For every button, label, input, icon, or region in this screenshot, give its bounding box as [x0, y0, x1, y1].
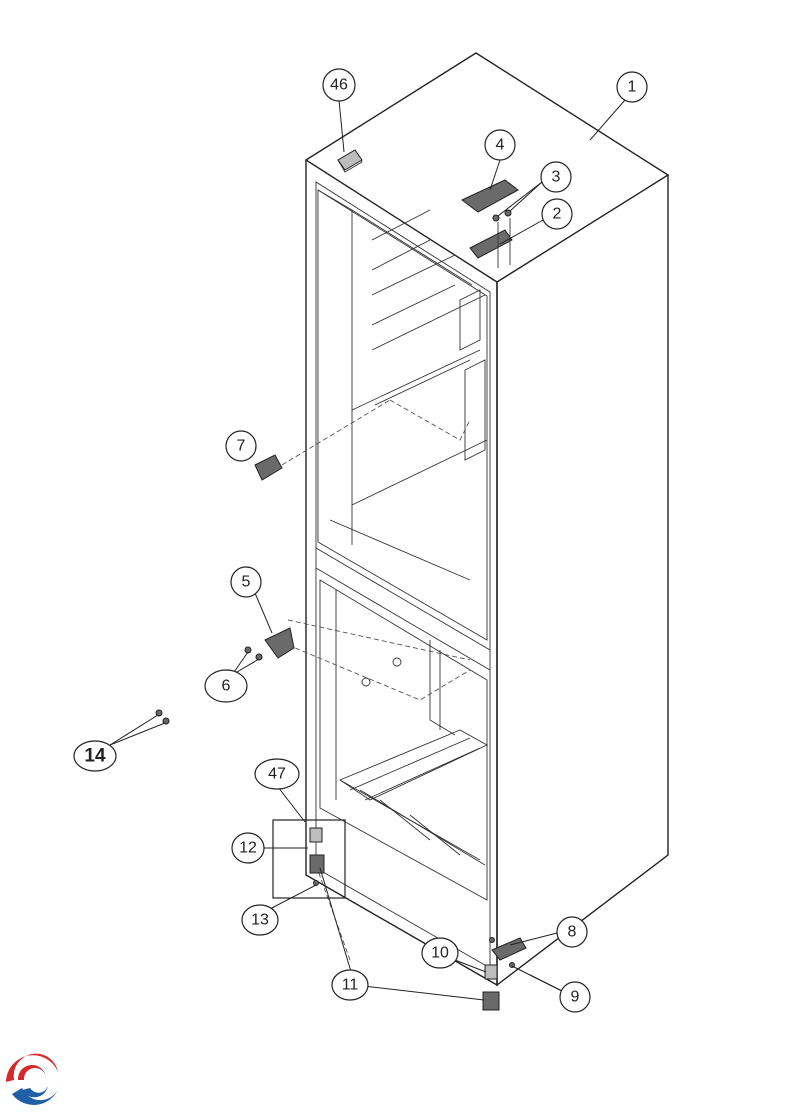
foot-10-11 [482, 964, 500, 1011]
callout-6-label: 6 [222, 678, 231, 695]
leader-lines [109, 99, 626, 1001]
callout-46-label: 46 [330, 77, 348, 94]
callout-3-label: 3 [552, 169, 561, 186]
callout-4: 4 [484, 129, 516, 161]
screws-6 [244, 646, 263, 661]
door-stopper-7 [254, 454, 283, 481]
callout-11: 11 [331, 969, 369, 1001]
screws-14 [155, 709, 170, 725]
callout-14: 14 [73, 740, 117, 772]
callout-5: 5 [230, 566, 262, 598]
brand-swirl-logo-icon [2, 1050, 62, 1110]
callout-13-label: 13 [251, 912, 269, 929]
callout-11-label: 11 [342, 977, 359, 994]
top-hinge-2 [469, 209, 513, 268]
assembly-guides [281, 399, 471, 961]
callout-1: 1 [616, 71, 648, 103]
refrigerator-cabinet [304, 52, 670, 987]
part-46 [337, 149, 363, 171]
callout-12-label: 12 [239, 840, 257, 857]
callout-6: 6 [204, 669, 248, 703]
foot-kit-47 [272, 819, 346, 899]
callout-7-label: 7 [237, 438, 246, 455]
callout-10-label: 10 [431, 945, 449, 962]
callout-8-label: 8 [568, 924, 577, 941]
callout-10: 10 [421, 937, 459, 969]
callout-8: 8 [556, 916, 588, 948]
callout-2: 2 [541, 198, 573, 230]
callout-5-label: 5 [242, 574, 251, 591]
callout-9-label: 9 [571, 989, 580, 1006]
middle-hinge-5 [264, 627, 295, 659]
callout-4-label: 4 [496, 137, 505, 154]
callout-1-label: 1 [628, 79, 637, 96]
callout-47-label: 47 [268, 766, 286, 783]
callout-14-label: 14 [84, 746, 106, 767]
callout-46: 46 [322, 68, 356, 102]
callout-13: 13 [241, 904, 279, 936]
callout-12: 12 [231, 832, 265, 864]
callout-3: 3 [540, 161, 572, 193]
callout-9: 9 [559, 981, 591, 1013]
callout-7: 7 [225, 430, 257, 462]
callout-47: 47 [254, 758, 300, 790]
callout-2-label: 2 [553, 206, 562, 223]
